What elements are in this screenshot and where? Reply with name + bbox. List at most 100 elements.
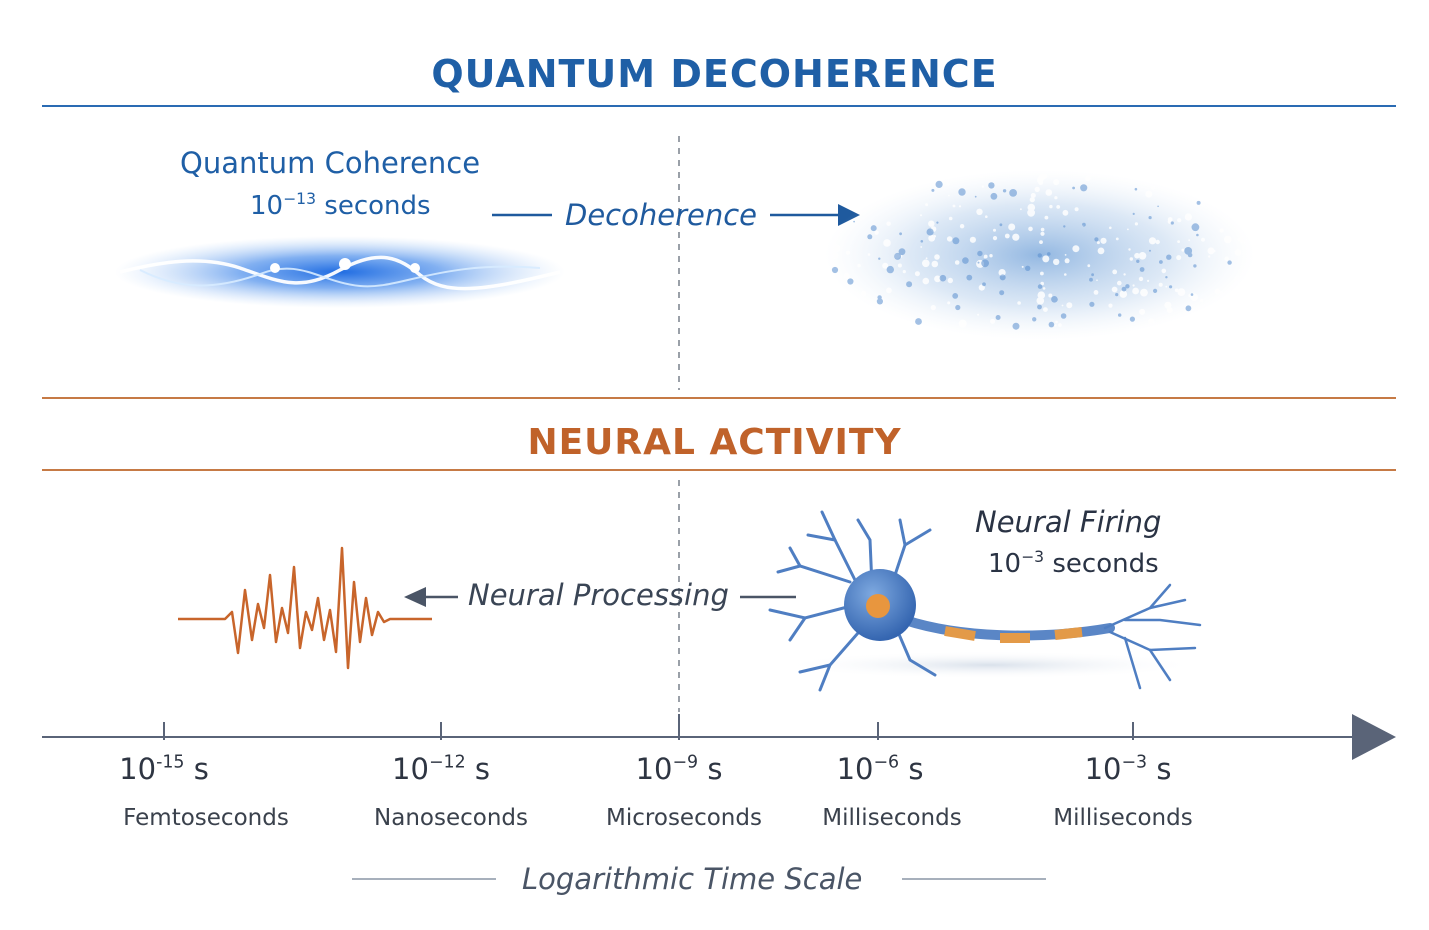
cloud-particle — [831, 266, 839, 274]
cloud-particle — [1093, 290, 1099, 295]
cloud-particle — [1055, 320, 1058, 324]
cloud-particle — [1207, 247, 1215, 255]
cloud-particle — [1138, 276, 1144, 282]
cloud-particle — [1074, 207, 1079, 212]
quantum-coherence-time: 10−13 seconds — [250, 190, 431, 222]
tick-value: 10−12 s — [392, 752, 490, 786]
neural-processing-label: Neural Processing — [468, 578, 729, 612]
cloud-particle — [1049, 204, 1053, 209]
quantum-coherence-label: Quantum Coherence — [180, 146, 481, 180]
cloud-particle — [1165, 285, 1168, 288]
cloud-particle — [1117, 280, 1122, 286]
cloud-particle — [1066, 302, 1073, 309]
cloud-particle — [1118, 313, 1122, 317]
decoherence-label: Decoherence — [565, 198, 758, 232]
cloud-particle — [999, 223, 1003, 227]
cloud-particle — [946, 182, 950, 186]
spike-train-icon — [178, 546, 432, 670]
cloud-particle — [867, 253, 871, 256]
cloud-particle — [958, 205, 962, 208]
cloud-particle — [1174, 288, 1179, 293]
cloud-particle — [930, 305, 936, 311]
cloud-particle — [939, 274, 947, 282]
cloud-particle — [936, 221, 939, 224]
cloud-particle — [1159, 260, 1163, 264]
cloud-particle — [1166, 254, 1172, 260]
cloud-particle — [1148, 318, 1155, 325]
cloud-particle — [1165, 276, 1168, 279]
cloud-particle — [993, 228, 996, 232]
cloud-particle — [933, 235, 936, 238]
cloud-particle — [1132, 287, 1139, 295]
cloud-particle — [1054, 324, 1057, 327]
cloud-particle — [1234, 249, 1242, 256]
cloud-particle — [1027, 203, 1036, 212]
tick-name: Milliseconds — [1053, 805, 1193, 831]
cloud-particle — [1004, 233, 1010, 239]
cloud-particle — [934, 254, 940, 260]
cloud-particle — [922, 259, 930, 268]
cloud-particle — [1063, 225, 1066, 228]
cloud-particle — [1048, 293, 1053, 298]
cloud-particle — [1196, 233, 1199, 237]
tick-name: Femtoseconds — [123, 805, 289, 831]
cloud-particle — [1037, 304, 1042, 310]
cloud-particle — [1047, 252, 1051, 256]
cloud-particle — [1064, 258, 1070, 264]
cloud-particle — [981, 185, 984, 188]
cloud-particle — [1125, 284, 1130, 289]
cloud-particle — [878, 257, 881, 260]
cloud-particle — [1193, 264, 1197, 268]
cloud-particle — [1214, 288, 1221, 295]
cloud-particle — [952, 293, 959, 299]
cloud-particle — [1158, 282, 1163, 287]
cloud-particle — [1037, 284, 1043, 289]
cloud-particle — [948, 216, 953, 221]
cloud-particle — [976, 208, 983, 215]
cloud-particle — [1249, 254, 1256, 260]
cloud-particle — [1201, 237, 1205, 242]
cloud-particle — [1029, 197, 1035, 203]
cloud-particle — [1043, 307, 1048, 312]
cloud-particle — [1034, 186, 1040, 192]
cloud-particle — [1153, 288, 1158, 293]
cloud-particle — [894, 252, 902, 260]
cloud-particle — [1097, 247, 1105, 255]
cloud-particle — [832, 252, 839, 259]
cloud-particle — [1096, 241, 1100, 245]
cloud-particle — [902, 270, 906, 274]
cloud-particle — [1191, 223, 1200, 232]
tick-value: 10−6 s — [836, 752, 924, 786]
cloud-particle — [1072, 245, 1080, 253]
cloud-particle — [1064, 254, 1067, 256]
cloud-particle — [1091, 273, 1094, 277]
cloud-particle — [1060, 313, 1067, 319]
cloud-particle — [1064, 273, 1067, 276]
cloud-particle — [920, 240, 924, 243]
neural-processing-arrow-icon — [404, 587, 458, 607]
cloud-particle — [1129, 316, 1135, 322]
cloud-particle — [1166, 307, 1173, 314]
cloud-particle — [857, 263, 861, 268]
cloud-particle — [1200, 299, 1204, 302]
cloud-particle — [899, 232, 902, 236]
cloud-particle — [867, 234, 873, 240]
cloud-particle — [886, 265, 894, 274]
cloud-particle — [925, 203, 928, 207]
cloud-particle — [1040, 271, 1044, 276]
cloud-particle — [1087, 264, 1091, 268]
cloud-particle — [1012, 233, 1020, 241]
cloud-particle — [958, 188, 966, 196]
cloud-particle — [1121, 286, 1127, 292]
cloud-particle — [1020, 208, 1022, 211]
cloud-particle — [1145, 190, 1153, 198]
cloud-particle — [1177, 218, 1182, 223]
cloud-particle — [832, 244, 841, 253]
cloud-particle — [914, 271, 920, 277]
cloud-particle — [1239, 235, 1247, 243]
cloud-particle — [883, 239, 891, 247]
cloud-particle — [1127, 228, 1129, 231]
cloud-particle — [1237, 238, 1241, 242]
cloud-particle — [1089, 301, 1095, 307]
cloud-particle — [1054, 196, 1058, 200]
